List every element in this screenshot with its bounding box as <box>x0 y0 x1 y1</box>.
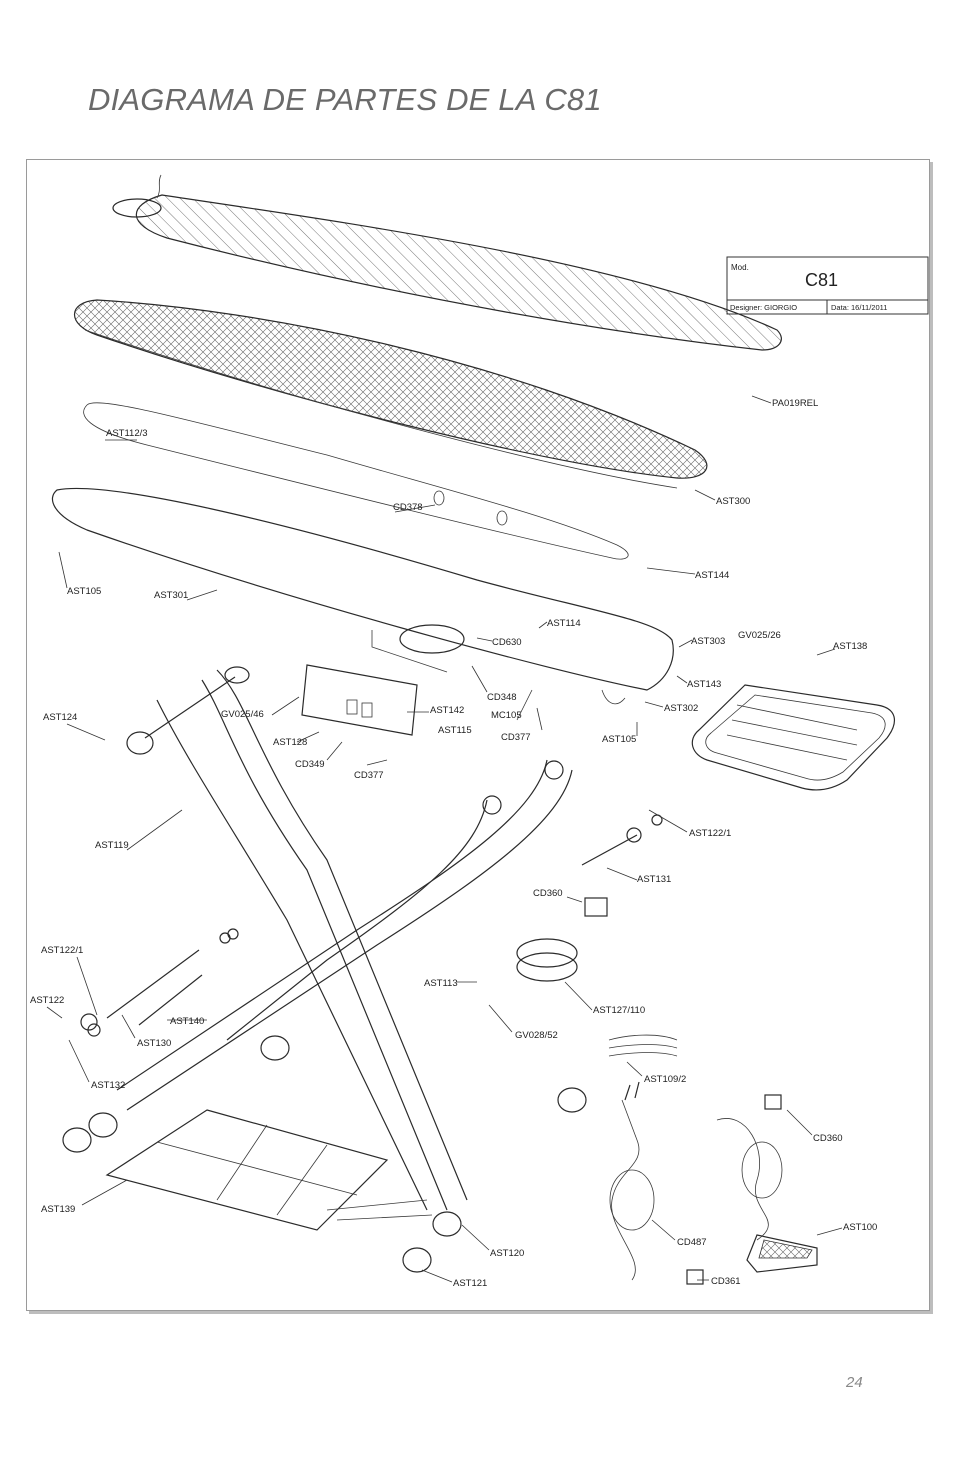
part-label: AST122/1 <box>41 945 83 956</box>
part-label: AST303 <box>691 636 725 647</box>
title-block: Mod. C81 Designer: GIORGIO Data: 16/11/2… <box>726 256 929 315</box>
part-label: AST109/2 <box>644 1074 686 1085</box>
title-block-designer: Designer: GIORGIO <box>730 303 797 312</box>
part-label: AST119 <box>95 840 129 851</box>
part-label: CD378 <box>393 502 423 513</box>
part-label: AST302 <box>664 703 698 714</box>
part-label: GV028/52 <box>515 1030 558 1041</box>
title-block-date: Data: 16/11/2011 <box>831 303 887 312</box>
page-number: 24 <box>846 1374 863 1391</box>
part-label: CD348 <box>487 692 517 703</box>
part-label: AST105 <box>67 586 101 597</box>
part-label: AST124 <box>43 712 77 723</box>
part-label: CD349 <box>295 759 325 770</box>
part-label: AST122 <box>30 995 64 1006</box>
part-label: CD360 <box>813 1133 843 1144</box>
part-label: AST113 <box>424 978 458 989</box>
part-label: AST143 <box>687 679 721 690</box>
part-label: AST105 <box>602 734 636 745</box>
pedal-switch <box>686 1094 818 1285</box>
part-label: AST140 <box>170 1016 204 1027</box>
frame-legs <box>116 666 573 1211</box>
part-label: CD487 <box>677 1237 707 1248</box>
part-label: AST120 <box>490 1248 524 1259</box>
part-label: GV025/46 <box>221 709 264 720</box>
board-padding <box>73 299 708 489</box>
part-label: AST100 <box>843 1222 877 1233</box>
title-block-mod-label: Mod. <box>731 263 749 272</box>
rods <box>80 928 239 1037</box>
title-block-model: C81 <box>805 270 838 290</box>
part-label: CD377 <box>354 770 384 781</box>
part-label: AST128 <box>273 737 307 748</box>
iron-rest <box>691 684 895 791</box>
part-label: AST131 <box>637 874 671 885</box>
part-label: CD360 <box>533 888 563 899</box>
part-label: AST130 <box>137 1038 171 1049</box>
parts-diagram: Mod. C81 Designer: GIORGIO Data: 16/11/2… <box>26 159 930 1311</box>
part-label: AST121 <box>453 1278 487 1289</box>
part-label: AST300 <box>716 496 750 507</box>
part-label: GV025/26 <box>738 630 781 641</box>
part-label: AST144 <box>695 570 729 581</box>
board-top-plate <box>51 487 674 705</box>
part-label: AST112/3 <box>106 428 148 439</box>
part-label: AST114 <box>547 618 581 629</box>
part-label: AST138 <box>833 641 867 652</box>
cable-harness <box>608 1034 678 1057</box>
part-label: AST142 <box>430 705 464 716</box>
spring-assembly <box>516 814 663 982</box>
part-label: CD377 <box>501 732 531 743</box>
part-label: CD361 <box>711 1276 741 1287</box>
part-label: AST139 <box>41 1204 75 1215</box>
part-label: AST127/110 <box>593 1005 645 1016</box>
part-label: AST301 <box>154 590 188 601</box>
part-label: MC105 <box>491 710 522 721</box>
part-label: AST132 <box>91 1080 125 1091</box>
part-label: CD630 <box>492 637 522 648</box>
page-title: DIAGRAMA DE PARTES DE LA C81 <box>88 82 602 117</box>
board-cover <box>112 174 782 351</box>
plug-cable <box>609 1081 655 1281</box>
power-cable <box>83 402 629 560</box>
part-label: AST115 <box>438 725 472 736</box>
part-labels: PA019REL AST300 AST112/3 CD378 AST144 AS… <box>30 395 877 1289</box>
wire-shelf <box>105 1109 433 1231</box>
part-label: AST122/1 <box>689 828 731 839</box>
control-box <box>301 664 418 736</box>
feet <box>62 1035 587 1273</box>
part-label: PA019REL <box>772 398 818 409</box>
